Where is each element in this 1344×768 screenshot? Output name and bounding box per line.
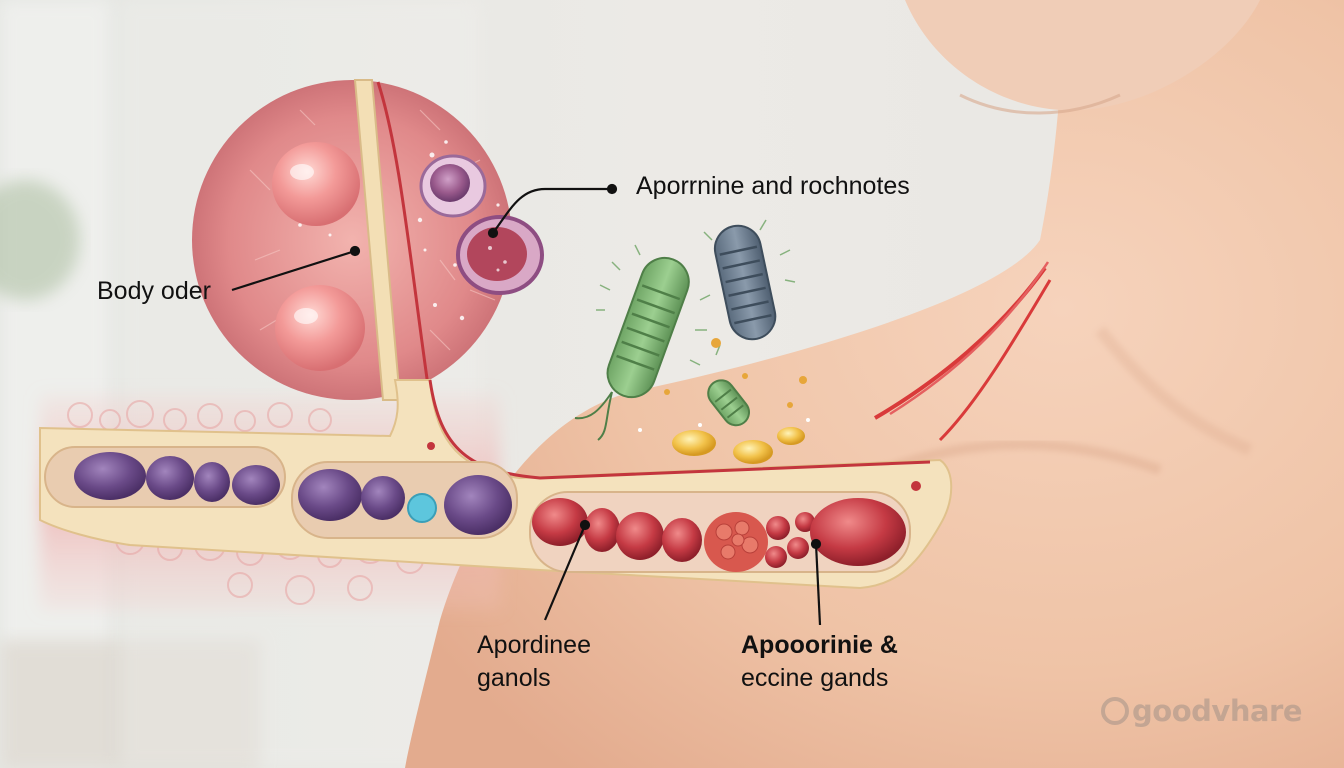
sweat-droplets bbox=[672, 427, 805, 464]
chin bbox=[905, 0, 1260, 111]
purple-gland-cells bbox=[74, 452, 512, 535]
label-apocrine-glands-line2: ganols bbox=[477, 664, 551, 692]
bacteria bbox=[574, 219, 810, 441]
leader-apocrine-bacteria bbox=[492, 187, 612, 234]
leader-body-odor bbox=[231, 249, 356, 292]
label-apocrine-bacteria: Aporrnine and rochnotes bbox=[636, 172, 910, 200]
label-apocrine-eccrine-line2: eccine gands bbox=[741, 664, 889, 692]
watermark-text: goodvhare bbox=[1132, 694, 1302, 728]
leader-apocrine-eccrine bbox=[814, 543, 822, 626]
red-gland-cells bbox=[427, 442, 921, 572]
label-apocrine-glands-line1: Apordinee bbox=[477, 631, 591, 659]
leader-lines bbox=[231, 183, 822, 626]
label-apocrine-eccrine: Apooorinie & eccine gands bbox=[741, 629, 898, 695]
watermark-logo-icon bbox=[1101, 697, 1130, 725]
label-apocrine-glands: Apordinee ganols bbox=[477, 629, 627, 695]
label-body-odor: Body oder bbox=[97, 277, 211, 305]
leader-apocrine-glands bbox=[543, 524, 587, 621]
magnified-skin-view bbox=[192, 79, 544, 401]
label-apocrine-eccrine-line1: Apooorinie & bbox=[741, 631, 898, 659]
watermark: goodvhare bbox=[1101, 694, 1302, 728]
